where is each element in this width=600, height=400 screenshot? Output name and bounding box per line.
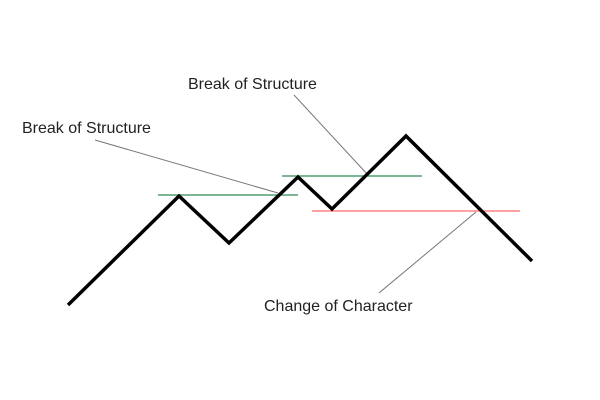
price-action-line [66, 133, 534, 307]
bos-upper-leader-line [293, 94, 369, 176]
choch-label: Change of Character [264, 298, 413, 315]
bos-left-label: Break of Structure [22, 120, 151, 137]
bos-left-leader-line [94, 139, 279, 194]
bos-upper-label: Break of Structure [188, 76, 317, 93]
choch-leader-line [378, 211, 477, 294]
